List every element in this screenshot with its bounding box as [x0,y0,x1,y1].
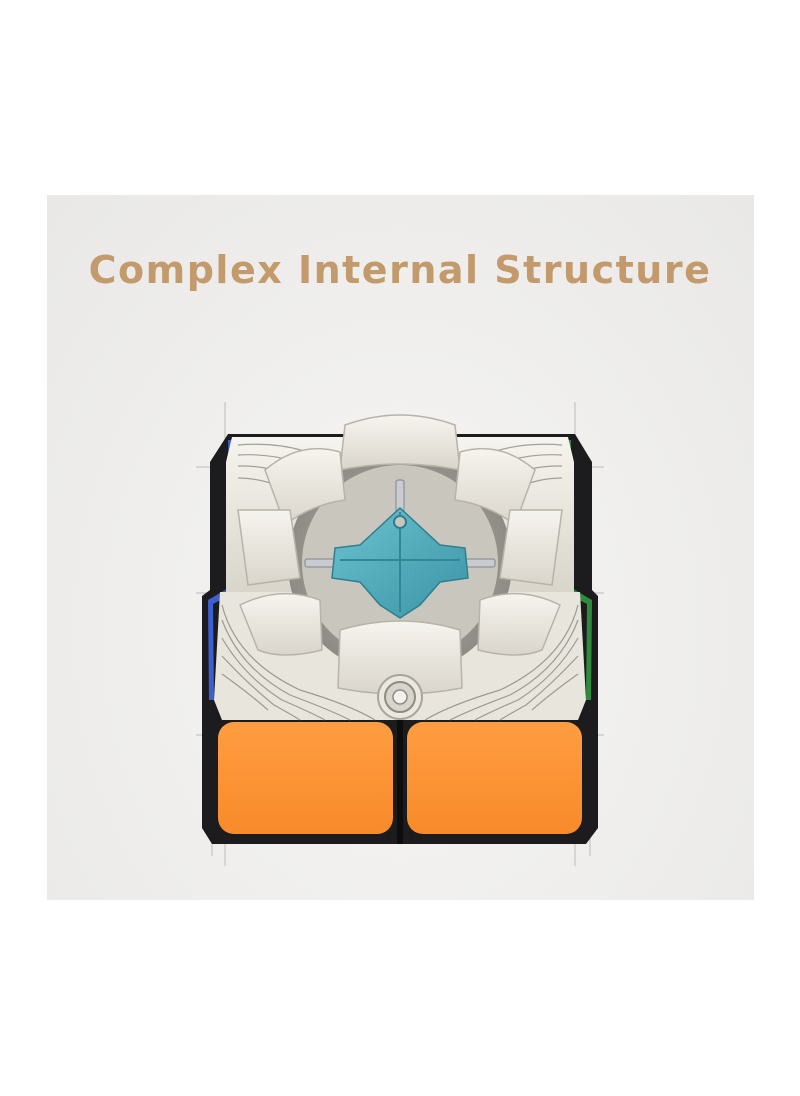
inner-pieces [237,414,563,695]
headline: Complex Internal Structure [88,248,712,292]
cube-core-icon [331,506,469,619]
front-stickers [218,720,582,844]
blue-edge [208,440,236,700]
spring-screw-icon [377,674,423,720]
